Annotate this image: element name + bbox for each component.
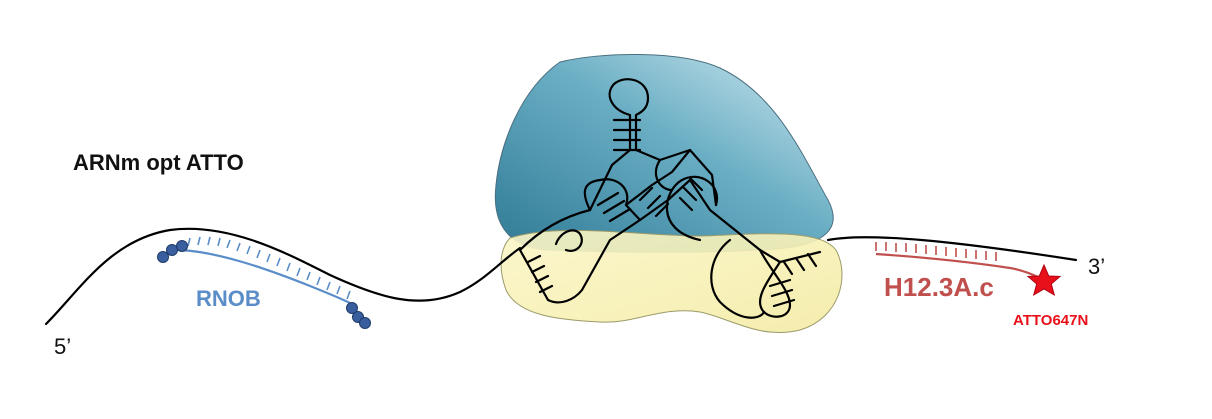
diagram-title: ARNm opt ATTO (73, 150, 244, 176)
quencher-beads (158, 241, 371, 329)
rnob-label: RNOB (196, 286, 261, 312)
five-prime-end-label: 5’ (54, 334, 71, 360)
ribosome-large-subunit (495, 54, 833, 252)
quencher-bead (177, 241, 188, 252)
h12-probe-label: H12.3A.c (884, 272, 994, 303)
quencher-bead (360, 318, 371, 329)
fluorophore-label: ATTO647N (1013, 312, 1088, 329)
three-prime-end-label: 3’ (1088, 254, 1105, 280)
quencher-bead (158, 252, 169, 263)
atto647n-star-icon (1028, 265, 1060, 295)
ribosome-small-subunit (501, 230, 842, 332)
quencher-bead (167, 245, 178, 256)
